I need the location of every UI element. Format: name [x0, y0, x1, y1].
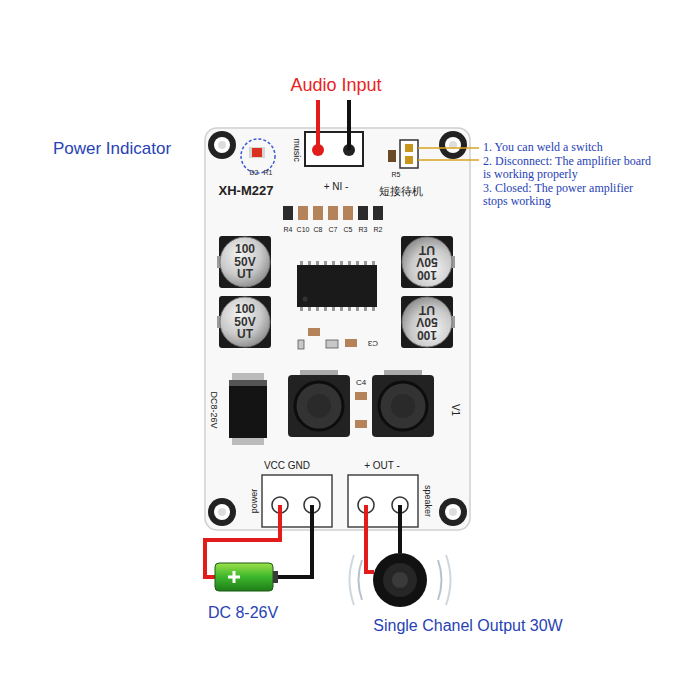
standby-jumper [388, 140, 479, 168]
board-model: XH-M227 [219, 184, 274, 197]
part-label: C3 [368, 339, 378, 347]
part-label: R2 [374, 226, 383, 233]
pin-label: + NI - [324, 182, 349, 192]
battery-icon [215, 563, 278, 591]
silkscreen-label: power [250, 489, 259, 514]
audio-input-header [305, 100, 363, 166]
instruction-note: 2. Disconnect: The amplifier board is wo… [483, 155, 655, 181]
pin-label: VCC GND [264, 461, 310, 471]
silkscreen-label: DC8-26V [209, 391, 218, 428]
part-label: C5 [344, 226, 353, 233]
mounting-holes [208, 131, 467, 526]
inductors [288, 370, 434, 437]
part-label: V1 [450, 404, 460, 416]
capacitor-rating: 100 50V UT [410, 303, 444, 341]
callout-title: Power Indicator [53, 140, 171, 157]
part-label: D2 [250, 169, 259, 176]
silkscreen-label: speaker [423, 485, 432, 517]
part-label: C8 [314, 226, 323, 233]
amplifier-ic [297, 261, 377, 311]
terminal-blocks [262, 475, 418, 527]
part-label: R3 [359, 226, 368, 233]
part-label: R4 [284, 226, 293, 233]
diode [229, 373, 267, 445]
note-column: 1. You can weld a switch2. Disconnect: T… [483, 141, 655, 209]
part-label: C4 [356, 379, 366, 387]
callout-title: Single Chanel Output 30W [373, 618, 562, 634]
silkscreen-label: 短接待机 [379, 186, 423, 197]
power-led [241, 139, 275, 173]
part-label: R5 [392, 171, 401, 178]
capacitor-text-holder: 100 50V UT [217, 294, 273, 350]
electrolytic-capacitor: 100 50V UT [399, 234, 455, 290]
small-components [298, 328, 357, 349]
electrolytic-capacitor: 100 50V UT [217, 234, 273, 290]
speaker-icon [350, 553, 451, 607]
instruction-note: 3. Closed: The power amplifier stops wor… [483, 182, 655, 208]
part-label: C7 [329, 226, 338, 233]
electrolytic-capacitor: 100 50V UT [399, 294, 455, 350]
electrolytic-capacitor: 100 50V UT [217, 294, 273, 350]
capacitor-rating: 100 50V UT [228, 303, 262, 341]
callout-title: Audio Input [290, 76, 381, 94]
callout-title: DC 8-26V [208, 605, 278, 621]
pin-label: + OUT - [364, 461, 400, 471]
pcb-board [205, 128, 470, 530]
capacitor-rating: 100 50V UT [228, 243, 262, 281]
capacitor-text-holder: 100 50V UT [217, 234, 273, 290]
capacitor-text-holder: 100 50V UT [399, 294, 455, 350]
part-label: C10 [297, 226, 310, 233]
capacitor-rating: 100 50V UT [410, 243, 444, 281]
smd-component-row [283, 206, 383, 220]
silkscreen-label: music [292, 138, 301, 162]
capacitor-text-holder: 100 50V UT [399, 234, 455, 290]
instruction-note: 1. You can weld a switch [483, 141, 655, 154]
part-label: R1 [264, 169, 273, 176]
